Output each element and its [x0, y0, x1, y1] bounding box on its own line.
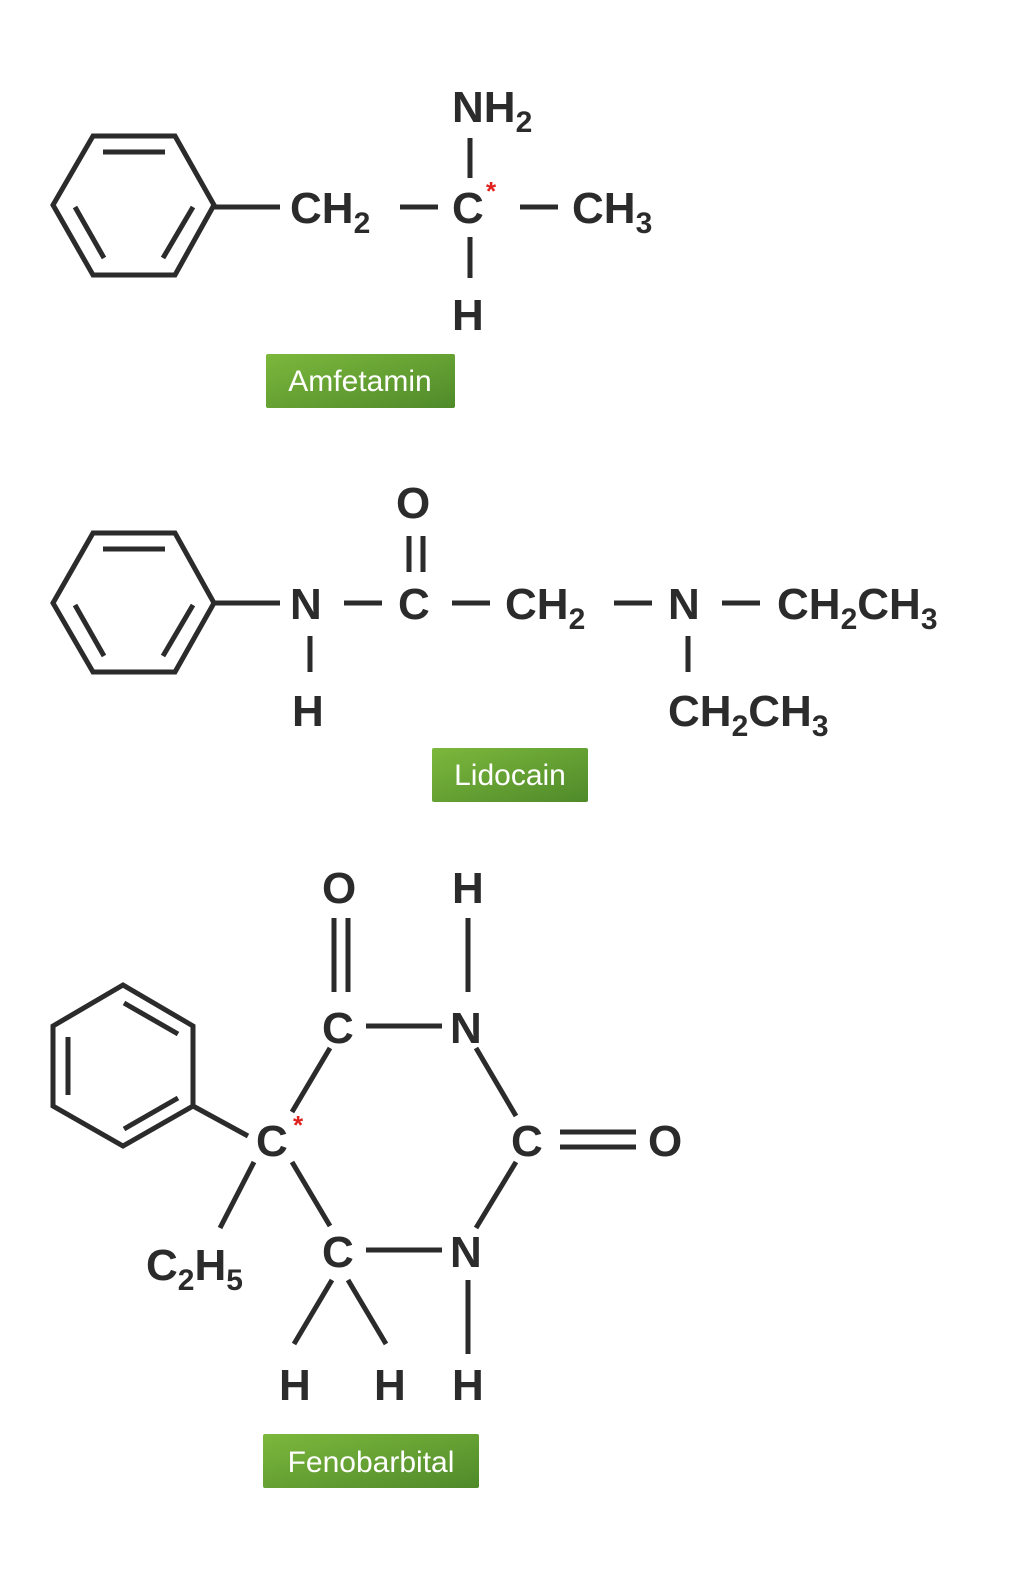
atom-o-top: O — [322, 864, 356, 913]
bond-cstar-ctop — [289, 1046, 333, 1114]
atom-h: H — [452, 291, 484, 340]
svg-text:Amfetamin: Amfetamin — [288, 365, 431, 398]
atom-h-top: H — [452, 864, 484, 913]
label-lidocain: Lidocain — [432, 748, 588, 802]
atom-h-amide: H — [292, 687, 324, 736]
bond-ring-cstar — [191, 1103, 250, 1139]
atom-n-amine: N — [668, 580, 700, 629]
bond-cright-nbottom — [473, 1160, 519, 1230]
label-amfetamin: Amfetamin — [266, 354, 455, 408]
svg-text:Fenobarbital: Fenobarbital — [288, 1446, 455, 1479]
atom-c-chiral: C — [452, 184, 484, 233]
molecule-lidocain: N H C O CH2 N CH2CH3 CH2CH3 Lidocain — [50, 479, 938, 802]
atom-c-bottom: C — [322, 1228, 354, 1277]
atom-ch3: CH3 — [572, 184, 652, 240]
atom-c-right: C — [511, 1117, 543, 1166]
atom-c-top: C — [322, 1004, 354, 1053]
atom-ethyl2: CH2CH3 — [668, 687, 829, 743]
chiral-marker: * — [486, 176, 497, 206]
atom-ch2: CH2 — [290, 184, 370, 240]
benzene-ring — [50, 530, 217, 675]
bond-ntop-cright — [473, 1046, 519, 1118]
atom-n-top: N — [450, 1004, 482, 1053]
atom-c-chiral: C — [256, 1117, 288, 1166]
atom-n-amide: N — [290, 580, 322, 629]
atom-h-bottom-n: H — [452, 1361, 484, 1410]
molecule-amfetamin: CH2 C * CH3 NH2 H Amfetamin — [50, 83, 652, 408]
atom-o-carbonyl: O — [396, 479, 430, 528]
bond-cbottom-h1 — [291, 1278, 335, 1346]
chiral-marker: * — [293, 1110, 304, 1140]
atom-ethyl: C2H5 — [146, 1241, 243, 1297]
atom-c-carbonyl: C — [398, 580, 430, 629]
benzene-ring — [50, 982, 196, 1149]
atom-ethyl1: CH2CH3 — [777, 580, 938, 636]
atom-ch2: CH2 — [505, 580, 585, 636]
atom-o-right: O — [648, 1117, 682, 1166]
atom-h-bottom-2: H — [374, 1361, 406, 1410]
atom-nh2: NH2 — [452, 83, 532, 139]
bond-cstar-cbottom — [289, 1160, 333, 1228]
bond-cbottom-h2 — [345, 1278, 389, 1346]
molecule-fenobarbital: C * C O N H C O N H C H H C2H5 — [50, 864, 682, 1488]
label-fenobarbital: Fenobarbital — [263, 1434, 479, 1488]
atom-n-bottom: N — [450, 1228, 482, 1277]
svg-text:Lidocain: Lidocain — [454, 759, 566, 792]
benzene-ring — [50, 133, 217, 278]
atom-h-bottom-1: H — [279, 1361, 311, 1410]
bond-cstar-ethyl — [217, 1160, 257, 1230]
